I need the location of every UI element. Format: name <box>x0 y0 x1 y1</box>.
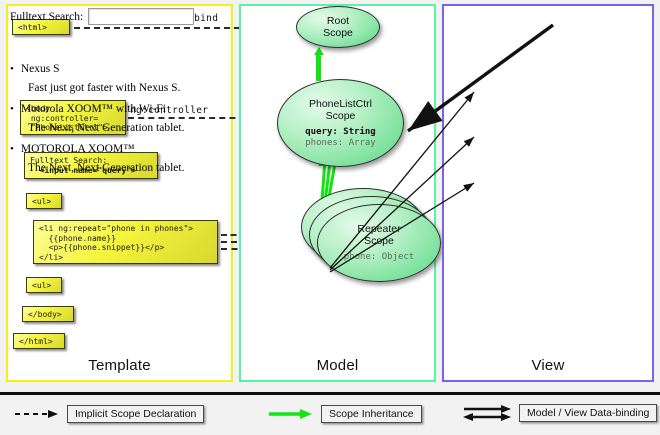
phone-name: Nexus S <box>20 63 60 75</box>
view-search-row: Fulltext Search: <box>10 8 200 25</box>
legend-label-inheritance: Scope Inheritance <box>321 405 422 423</box>
scope-phonelistctrl-props: query: String phones: Array <box>305 127 375 148</box>
code-box-html-open: <html> <box>12 19 70 35</box>
scope-prop-phone: phone: Object <box>343 252 415 263</box>
column-view-label: View <box>531 357 565 374</box>
scope-repeater-title: Repeater Scope <box>357 223 401 248</box>
legend-label-implicit: Implicit Scope Declaration <box>67 405 205 423</box>
column-model-label: Model <box>316 357 359 374</box>
code-box-body-open: <body ng:controller= "PhoneListCtrl"> <box>20 100 126 135</box>
inheritance-arrow-ctrl-to-root-head <box>313 47 324 55</box>
phone-name: Motorola XOOM™ with Wi-Fi <box>20 103 166 115</box>
bullet-icon: • <box>10 63 14 75</box>
phone-snippet: Fast just got faster with Nexus S. <box>28 82 181 94</box>
legend-green-arrow-icon <box>269 409 312 419</box>
inheritance-arrow-ctrl-to-root-shaft <box>316 55 321 81</box>
column-template-label: Template <box>88 357 151 374</box>
fulltext-search-input[interactable] <box>88 8 195 25</box>
scope-root-title: Root Scope <box>323 15 353 39</box>
connector-controller-label: ng:controller <box>130 105 209 116</box>
scope-repeater-props: phone: Object <box>344 252 414 263</box>
scope-repeater: Repeater Scope phone: Object <box>317 204 441 282</box>
code-box-li-repeat: <li ng:repeat="phone in phones"> {{phone… <box>33 220 218 264</box>
phone-name-row: • Motorola XOOM™ with Wi-Fi <box>10 103 200 115</box>
legend-dashed-arrow-icon <box>15 410 58 418</box>
view-search-label: Fulltext Search: <box>10 10 84 23</box>
scope-prop-phones: phones: Array <box>305 137 376 148</box>
phone-list-item: • Nexus S Fast just got faster with Nexu… <box>10 63 200 94</box>
code-box-ul-close: <ul> <box>26 277 62 293</box>
phone-snippet: The Next, Next Generation tablet. <box>28 162 185 174</box>
view-content: Fulltext Search: • Nexus S Fast just got… <box>10 8 200 183</box>
scope-root: Root Scope <box>296 6 380 48</box>
legend-item-databinding: Model / View Data-binding <box>462 404 658 422</box>
phone-list-item: • MOTOROLA XOOM™ The Next, Next Generati… <box>10 143 200 174</box>
phone-snippet: The Next, Next Generation tablet. <box>28 122 185 134</box>
bullet-icon: • <box>10 103 14 115</box>
scope-phonelistctrl: PhoneListCtrl Scope query: String phones… <box>277 79 404 167</box>
legend-item-inheritance: Scope Inheritance <box>268 405 422 423</box>
phone-name-row: • MOTOROLA XOOM™ <box>10 143 200 155</box>
scope-prop-query: query: String <box>305 127 376 137</box>
legend-label-databinding: Model / View Data-binding <box>519 404 658 422</box>
scope-phonelistctrl-title: PhoneListCtrl Scope <box>308 98 373 122</box>
connector-autobind-line <box>74 27 280 29</box>
legend-double-arrow-icon <box>463 405 511 421</box>
legend-divider <box>0 392 660 395</box>
code-box-fulltext-search: Fulltext Search: <input name="query"> <box>24 152 158 179</box>
connector-controller-line <box>128 117 276 119</box>
phone-name: MOTOROLA XOOM™ <box>20 143 135 155</box>
code-box-body-close: </body> <box>22 306 74 322</box>
phone-name-row: • Nexus S <box>10 63 200 75</box>
column-view: View <box>442 4 654 382</box>
phone-list-item: • Motorola XOOM™ with Wi-Fi The Next, Ne… <box>10 103 200 134</box>
code-box-html-close: </html> <box>13 333 65 349</box>
code-box-ul-open: <ul> <box>26 193 62 209</box>
legend-item-implicit: Implicit Scope Declaration <box>14 405 205 423</box>
bullet-icon: • <box>10 143 14 155</box>
